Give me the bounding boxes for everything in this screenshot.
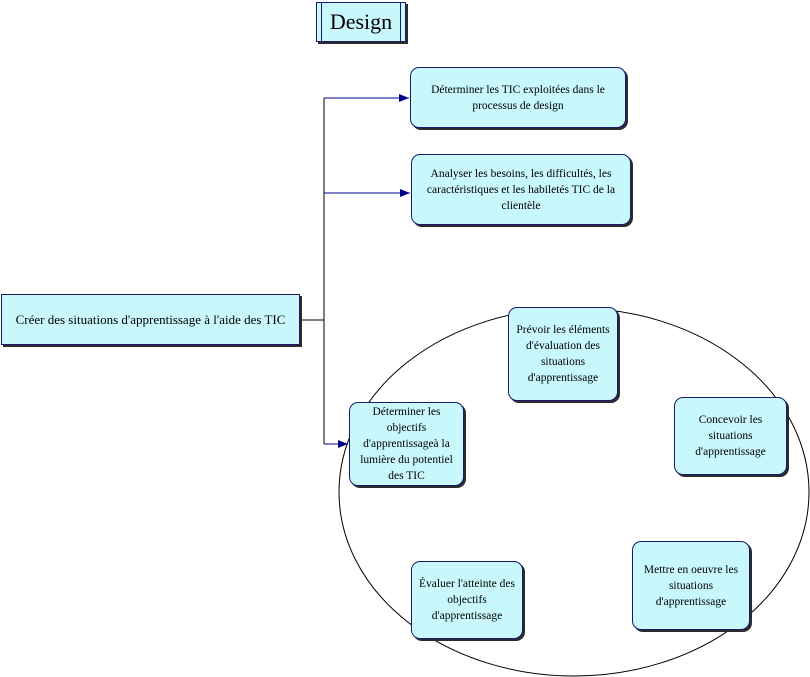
diagram-title: Design (316, 2, 406, 42)
cycle-node-evaluer-atteinte: Évaluer l'atteinte des objectifs d'appre… (411, 561, 523, 639)
cycle-node-mettre-en-oeuvre: Mettre en oeuvre les situations d'appren… (632, 541, 750, 630)
root-node: Créer des situations d'apprentissage à l… (1, 294, 300, 345)
branch-analyser-besoins: Analyser les besoins, les difficultés, l… (411, 154, 631, 225)
cycle-node-determiner-objectifs: Déterminer les objectifs d'apprentissage… (349, 402, 464, 486)
cycle-node-concevoir: Concevoir les situations d'apprentissage (674, 397, 787, 475)
cycle-node-prevoir-evaluation: Prévoir les éléments d'évaluation des si… (508, 307, 618, 401)
branch-tic-exploitees: Déterminer les TIC exploitées dans le pr… (410, 67, 626, 128)
